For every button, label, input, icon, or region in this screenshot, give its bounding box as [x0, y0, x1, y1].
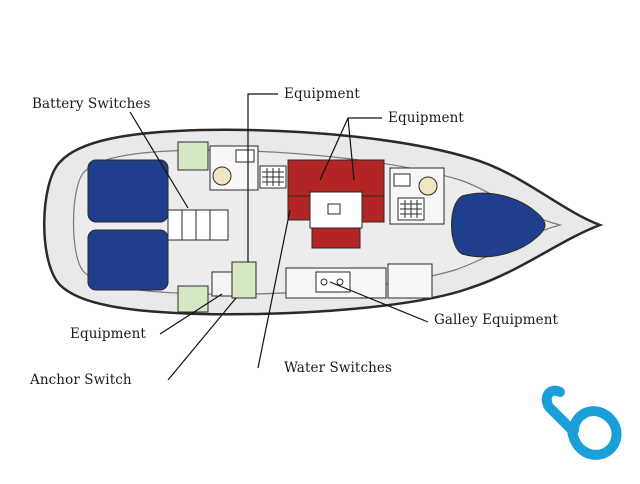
saloon-seat-bottom: [311, 225, 361, 249]
label-battery-switches: Battery Switches: [32, 96, 151, 112]
label-equipment-top: Equipment: [284, 86, 360, 102]
equipment-block-small: [211, 271, 233, 297]
saloon-seat-right: [361, 195, 385, 223]
saloon-seat-top: [287, 159, 385, 197]
label-galley-equipment: Galley Equipment: [434, 312, 559, 328]
leader-lines: [129, 93, 429, 381]
aft-berth-starboard: [87, 159, 169, 223]
aft-toilet: [212, 166, 232, 186]
label-water-switches: Water Switches: [284, 360, 393, 376]
aft-sink: [235, 149, 255, 163]
companionway: [167, 209, 229, 241]
aft-berth-port: [87, 229, 169, 291]
b-logo-icon: [541, 385, 622, 460]
forward-toilet: [418, 176, 438, 196]
forward-berth: [451, 192, 546, 258]
galley-fridge: [387, 263, 433, 299]
equipment-block-center: [231, 261, 257, 299]
label-equipment-right: Equipment: [388, 110, 464, 126]
label-equipment-left: Equipment: [70, 326, 146, 342]
label-anchor-switch: Anchor Switch: [30, 372, 132, 388]
saloon-seat-left: [287, 195, 311, 221]
equipment-block-aft-bottom: [177, 285, 209, 313]
forward-sink: [393, 173, 411, 187]
saloon-table-center: [327, 203, 341, 215]
equipment-block-aft-top: [177, 141, 209, 171]
